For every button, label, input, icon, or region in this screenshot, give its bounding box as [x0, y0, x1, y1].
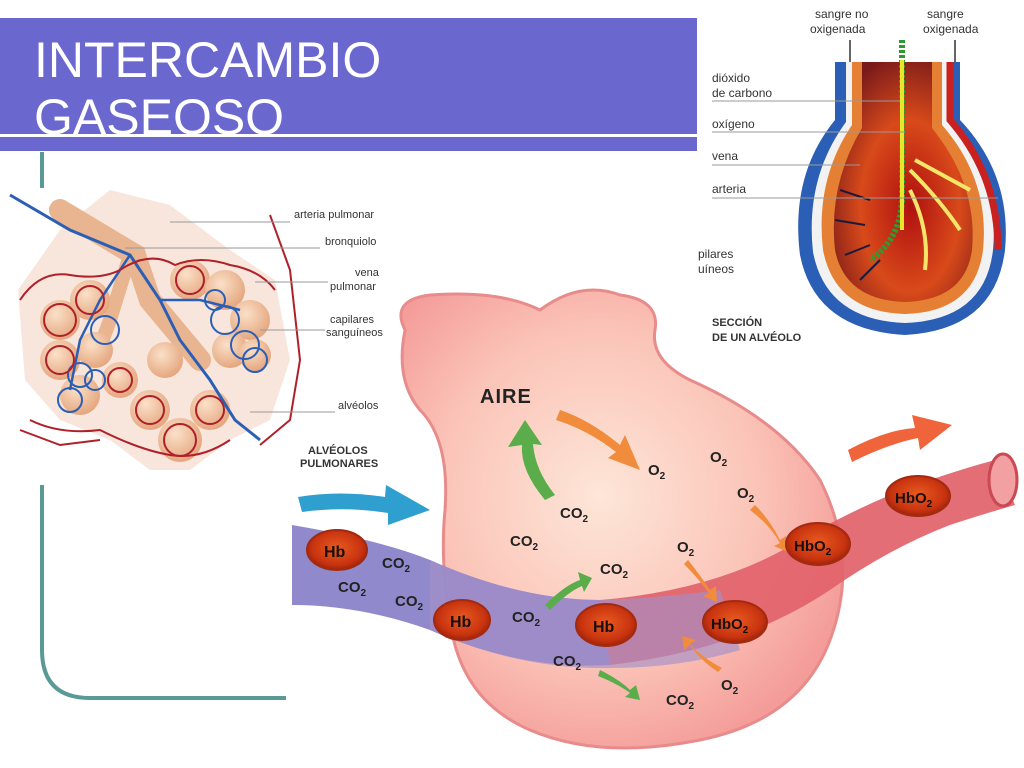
- alveolus-section-illustration: [712, 40, 1006, 335]
- label-vena-right: vena: [712, 149, 738, 163]
- label-aire: AIRE: [480, 386, 532, 408]
- label-capilares: capilares: [330, 314, 375, 326]
- label-pulmonar: pulmonar: [330, 281, 376, 293]
- o2-label: O2: [710, 449, 728, 469]
- label-arteria: arteria: [712, 182, 746, 196]
- right-diagram-labels: sangre no oxigenada sangre oxigenada dió…: [698, 7, 979, 344]
- gas-exchange-illustration: [292, 288, 1019, 750]
- co2-label: CO2: [666, 692, 695, 712]
- label-bronquiolo: bronquiolo: [325, 236, 376, 248]
- label-capilares-cut: pilares: [698, 247, 733, 261]
- label-arteria-pulmonar: arteria pulmonar: [294, 209, 374, 221]
- caption-pulmonares: PULMONARES: [300, 458, 378, 470]
- co2-label: CO2: [512, 609, 541, 629]
- label-dioxido: dióxido: [712, 71, 750, 85]
- co2-label: CO2: [395, 593, 424, 613]
- label-oxigeno: oxígeno: [712, 117, 755, 131]
- label-sanguineos: sanguíneos: [326, 327, 383, 339]
- cell-hbo2-1: HbO2: [711, 616, 749, 636]
- label-alveolos: alvéolos: [338, 400, 379, 412]
- alveoli-cluster-illustration: [9, 190, 335, 470]
- cell-hb-1: Hb: [324, 544, 346, 561]
- o2-label: O2: [648, 462, 666, 482]
- title-line-2: GASEOSO: [34, 89, 285, 145]
- label-vena: vena: [355, 267, 380, 279]
- caption-seccion: SECCIÓN: [712, 316, 762, 329]
- o2-label: O2: [721, 677, 739, 697]
- title-line-1: INTERCAMBIO: [34, 32, 382, 88]
- co2-label: CO2: [338, 579, 367, 599]
- cell-hb-2: Hb: [450, 614, 472, 631]
- slide-frame: [40, 152, 286, 700]
- label-oxigenada-1: oxigenada: [810, 22, 866, 36]
- label-de-carbono: de carbono: [712, 86, 772, 100]
- co2-label: CO2: [553, 653, 582, 673]
- co2-label: CO2: [382, 555, 411, 575]
- slide-title: INTERCAMBIO GASEOSO: [34, 32, 381, 146]
- o2-label: O2: [677, 539, 695, 559]
- cell-hb-3: Hb: [593, 619, 615, 636]
- label-sangre: sangre: [927, 7, 964, 21]
- o2-label: O2: [737, 485, 755, 505]
- title-underline: [0, 137, 697, 151]
- label-oxigenada-2: oxigenada: [923, 22, 979, 36]
- co2-label: CO2: [510, 533, 539, 553]
- cell-hbo2-2: HbO2: [794, 538, 832, 558]
- caption-de-un-alveolo: DE UN ALVÉOLO: [712, 331, 802, 344]
- gas-exchange-labels: AIRE Hb Hb Hb HbO2 HbO2 HbO2 CO2 CO2 CO2…: [324, 386, 933, 712]
- left-diagram-labels: arteria pulmonar bronquiolo vena pulmona…: [294, 209, 383, 470]
- title-bar: INTERCAMBIO GASEOSO: [0, 18, 697, 145]
- label-sangre-no: sangre no: [815, 7, 869, 21]
- cell-hbo2-3: HbO2: [895, 490, 933, 510]
- label-sanguineos-cut: uíneos: [698, 262, 734, 276]
- caption-alveolos: ALVÉOLOS: [308, 444, 368, 457]
- co2-label: CO2: [600, 561, 629, 581]
- co2-label: CO2: [560, 505, 589, 525]
